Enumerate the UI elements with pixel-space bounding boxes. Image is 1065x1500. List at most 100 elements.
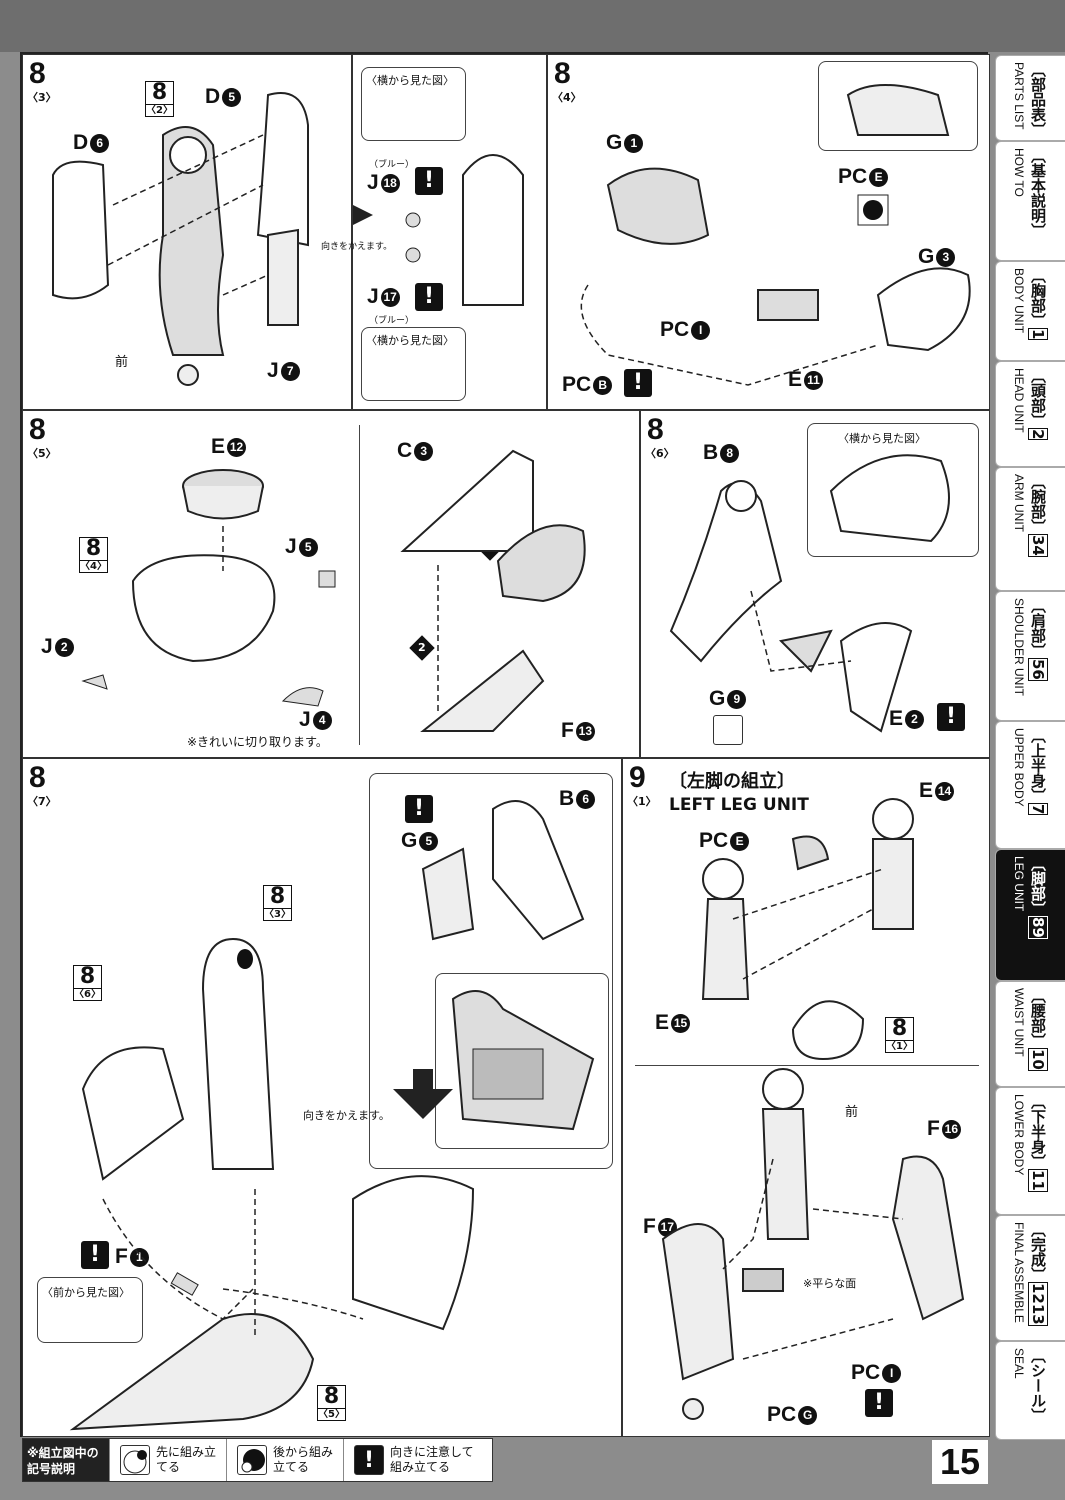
- tab-parts-list[interactable]: 〔部品表〕PARTS LIST: [995, 55, 1065, 141]
- part-illustration: [669, 454, 950, 733]
- caution-icon: !: [415, 167, 443, 195]
- ref-step: 8〈3〉: [263, 884, 292, 921]
- side-view-box: 〈横から見た図〉: [361, 67, 466, 141]
- caution-icon: !: [415, 283, 443, 311]
- legend-item: ! 向きに注意して組み立てる: [343, 1439, 492, 1481]
- ref-step: 8〈6〉: [73, 964, 102, 1001]
- part-illustration: [69, 800, 595, 1431]
- step-number: 8: [29, 57, 46, 90]
- step-sub: 〈6〉: [645, 447, 675, 460]
- legend-item: 先に組み立てる: [109, 1439, 226, 1481]
- assemble-later-icon: [237, 1445, 267, 1475]
- caution-icon: !: [937, 703, 965, 731]
- step-sub: 〈7〉: [27, 795, 57, 808]
- ref-step: 8〈4〉: [79, 536, 108, 573]
- color-note: （ブルー）: [369, 316, 415, 326]
- legend-heading: ※組立図中の記号説明: [23, 1439, 109, 1481]
- color-note: （ブルー）: [369, 160, 415, 170]
- ref-step: 8〈1〉: [885, 1016, 914, 1053]
- step-number: 8: [29, 413, 46, 446]
- side-view-box: 〈横から見た図〉: [361, 327, 466, 401]
- caution-icon: !: [865, 1389, 893, 1417]
- caution-icon: !: [354, 1445, 384, 1475]
- part-illustration: [580, 84, 971, 386]
- step-sub: 〈4〉: [552, 91, 582, 104]
- turn-note: 向きをかえます。: [321, 242, 393, 252]
- symbol-legend: ※組立図中の記号説明 先に組み立てる 後から組み立てる ! 向きに注意して組み立…: [22, 1438, 493, 1482]
- front-label: 前: [845, 1105, 859, 1120]
- background: [0, 0, 1065, 52]
- ref-step: 8〈2〉: [145, 80, 174, 117]
- turn-note: 向きをかえます。: [303, 1109, 390, 1122]
- step-sub: 〈5〉: [27, 447, 57, 460]
- step-number: 8: [647, 413, 664, 446]
- part-illustration: [661, 798, 965, 1420]
- step-number: 9: [629, 761, 646, 794]
- step-sub: 〈1〉: [627, 795, 657, 808]
- assemble-first-icon: [713, 715, 743, 745]
- step-number: 8: [554, 57, 571, 90]
- front-label: 前: [115, 355, 129, 370]
- section-title-en: LEFT LEG UNIT: [669, 795, 809, 815]
- flat-surface-note: ※平らな面: [803, 1277, 857, 1290]
- assemble-first-icon: [120, 1445, 150, 1475]
- legend-item: 後から組み立てる: [226, 1439, 343, 1481]
- divider: [359, 425, 360, 745]
- page-number: 15: [932, 1440, 988, 1484]
- cut-note: ※きれいに切り取ります。: [187, 735, 328, 749]
- caution-icon: !: [405, 795, 433, 823]
- tab-seal[interactable]: 〔シール〕SEAL: [995, 1341, 1065, 1440]
- section-title-jp: 〔左脚の組立〕: [669, 771, 795, 792]
- part-illustration: [52, 92, 309, 386]
- part-illustration: [81, 449, 586, 732]
- caution-icon: !: [81, 1241, 109, 1269]
- ref-step: 8〈5〉: [317, 1384, 346, 1421]
- tab-how-to[interactable]: 〔基本説明〕HOW TO: [995, 141, 1065, 261]
- divider: [635, 1065, 979, 1066]
- part-illustration: [353, 154, 524, 306]
- step-number: 8: [29, 761, 46, 794]
